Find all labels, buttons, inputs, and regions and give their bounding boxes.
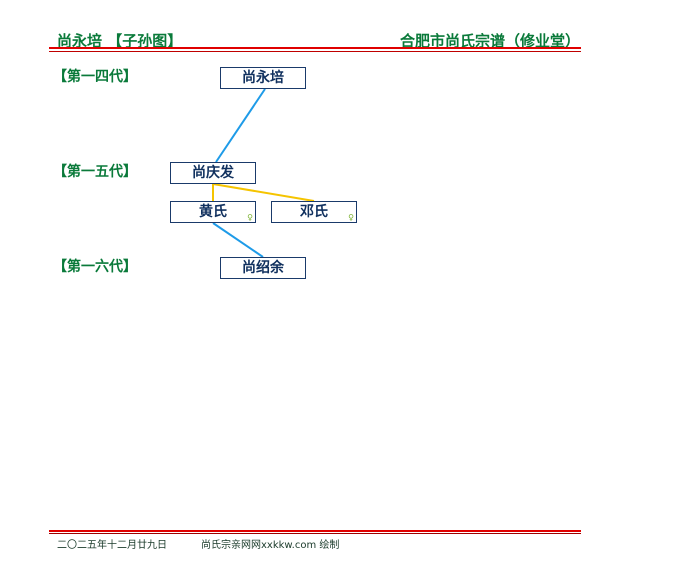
parent-child-line xyxy=(215,88,266,163)
genealogy-name: 合肥市尚氏宗谱（修业堂） xyxy=(399,32,580,50)
person-box[interactable]: 尚庆发 xyxy=(170,162,256,184)
footer-divider-thin xyxy=(49,533,581,534)
person-name: 尚绍余 xyxy=(242,260,284,276)
person-name: 尚永培 xyxy=(242,70,284,86)
header-divider xyxy=(49,47,581,49)
female-icon: ♀ xyxy=(247,213,253,222)
parent-child-line xyxy=(212,222,264,258)
page-title: 尚永培 【子孙图】 xyxy=(57,32,183,50)
person-name: 黄氏 xyxy=(199,204,227,220)
footer-credit: 尚氏宗亲网网xxkkw.com 绘制 xyxy=(201,540,340,551)
spouse-box[interactable]: 邓氏 ♀ xyxy=(271,201,357,223)
female-icon: ♀ xyxy=(348,213,354,222)
person-name: 尚庆发 xyxy=(192,165,234,181)
spouse-box[interactable]: 黄氏 ♀ xyxy=(170,201,256,223)
person-box[interactable]: 尚永培 xyxy=(220,67,306,89)
person-name: 邓氏 xyxy=(300,204,328,220)
generation-label: 【第一四代】 xyxy=(53,69,137,85)
header-divider-thin xyxy=(49,51,581,52)
footer-divider xyxy=(49,530,581,532)
footer-date: 二〇二五年十二月廿九日 xyxy=(57,540,167,551)
generation-label: 【第一五代】 xyxy=(53,164,137,180)
generation-label: 【第一六代】 xyxy=(53,259,137,275)
person-box[interactable]: 尚绍余 xyxy=(220,257,306,279)
spouse-line xyxy=(212,183,315,202)
